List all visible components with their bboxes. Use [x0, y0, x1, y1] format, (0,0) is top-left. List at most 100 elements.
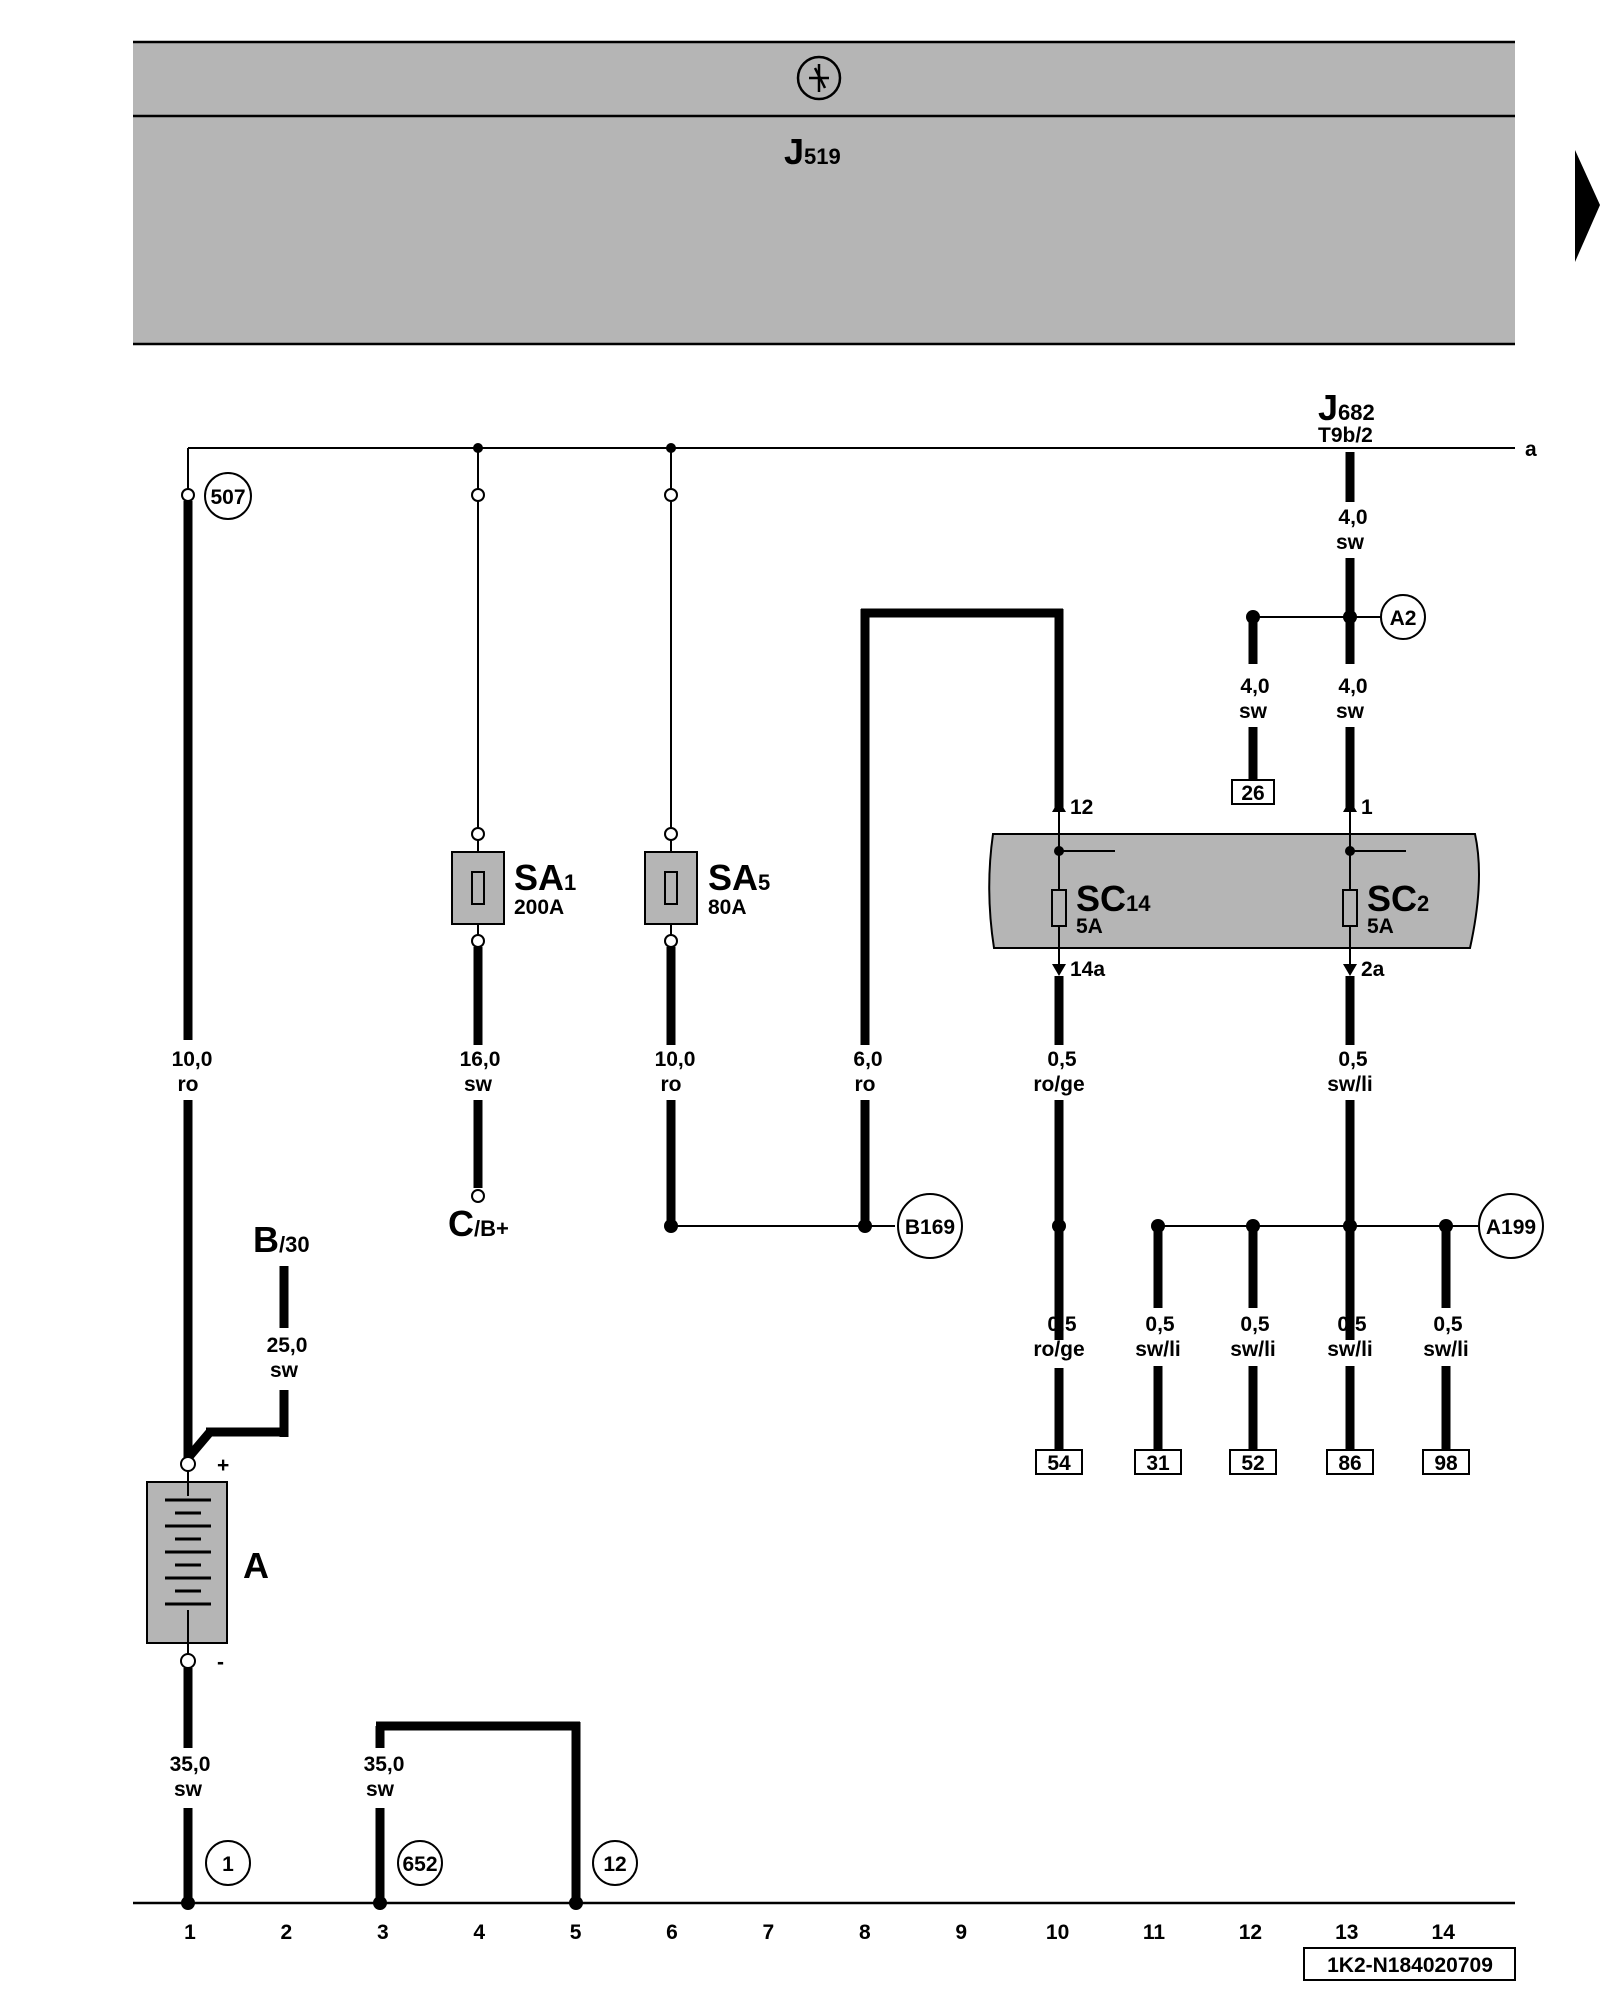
track-number: 6	[666, 1921, 678, 1944]
ground-symbol-icon	[796, 55, 842, 101]
svg-text:98: 98	[1434, 1452, 1458, 1475]
svg-text:ro: ro	[661, 1073, 682, 1096]
svg-text:B/30: B/30	[253, 1219, 310, 1260]
connector-652: 652	[397, 1840, 443, 1886]
track-number: 1	[184, 1921, 196, 1944]
svg-text:sw/li: sw/li	[1327, 1073, 1373, 1096]
battery-feed-wire: 10,0 ro	[172, 488, 288, 1461]
drop-52: 0,5 sw/li	[1230, 1226, 1276, 1450]
svg-text:0,5: 0,5	[1337, 1313, 1367, 1336]
svg-text:B169: B169	[905, 1216, 955, 1239]
svg-text:4,0: 4,0	[1240, 675, 1269, 698]
svg-text:12: 12	[1070, 796, 1093, 819]
svg-text:54: 54	[1047, 1452, 1071, 1475]
svg-text:A: A	[243, 1545, 269, 1586]
bus-label-a: a	[1525, 438, 1537, 461]
svg-text:sw/li: sw/li	[1230, 1338, 1276, 1361]
track-number: 9	[955, 1921, 967, 1944]
connector-507: 507	[204, 472, 252, 520]
svg-text:652: 652	[402, 1853, 437, 1876]
svg-text:2a: 2a	[1361, 958, 1385, 981]
target-54: 54	[1035, 1449, 1083, 1475]
svg-text:sw: sw	[464, 1073, 493, 1096]
svg-text:ro/ge: ro/ge	[1033, 1338, 1084, 1361]
arrow-right-icon[interactable]	[1575, 150, 1600, 262]
svg-text:SA5: SA5	[708, 857, 770, 898]
svg-text:A2: A2	[1390, 607, 1417, 630]
wire-to-26: 4,0 sw 26	[1231, 617, 1275, 805]
svg-text:sw/li: sw/li	[1135, 1338, 1181, 1361]
track-number: 5	[570, 1921, 582, 1944]
svg-text:4,0: 4,0	[1338, 506, 1367, 529]
track-number: 7	[763, 1921, 775, 1944]
svg-text:1: 1	[222, 1853, 234, 1876]
svg-text:35,0: 35,0	[170, 1753, 211, 1776]
wire-color: ro	[178, 1073, 199, 1096]
track-number: 11	[1143, 1921, 1166, 1944]
track-number: 14	[1432, 1921, 1456, 1944]
svg-text:SC14: SC14	[1076, 878, 1151, 919]
junction-b169: B169	[664, 1193, 963, 1259]
svg-text:sw: sw	[270, 1359, 299, 1382]
track-number: 10	[1046, 1921, 1069, 1944]
svg-text:507: 507	[210, 486, 245, 509]
control-unit-name: J519	[784, 131, 841, 172]
target-52: 52	[1229, 1449, 1277, 1475]
svg-text:-: -	[217, 1651, 224, 1674]
control-unit-panel: J519	[133, 40, 1515, 346]
terminal-b30: B/30 25,0 sw	[253, 1219, 310, 1437]
fuse-sc14: 12 SC14 5A 14a 0,5 ro/ge 0,5 ro/ge	[1033, 796, 1151, 1450]
connector-1: 1	[205, 1840, 251, 1886]
track-number: 12	[1239, 1921, 1262, 1944]
svg-text:+: +	[217, 1454, 229, 1477]
svg-text:1: 1	[1361, 796, 1373, 819]
svg-text:14a: 14a	[1070, 958, 1105, 981]
top-bus: a	[187, 438, 1537, 495]
svg-text:sw/li: sw/li	[1327, 1338, 1373, 1361]
fuse-sa5: SA5 80A 10,0 ro	[644, 448, 770, 1226]
svg-text:0,5: 0,5	[1433, 1313, 1463, 1336]
svg-text:sw: sw	[1239, 700, 1268, 723]
svg-text:200A: 200A	[514, 896, 564, 919]
svg-text:ro/ge: ro/ge	[1033, 1073, 1084, 1096]
track-number: 2	[281, 1921, 293, 1944]
target-98: 98	[1422, 1449, 1470, 1475]
battery-a: + A -	[146, 1454, 269, 1674]
svg-text:31: 31	[1146, 1452, 1170, 1475]
target-31: 31	[1134, 1449, 1182, 1475]
svg-text:86: 86	[1338, 1452, 1361, 1475]
drop-98: 0,5 sw/li	[1423, 1226, 1469, 1450]
svg-text:1K2-N184020709: 1K2-N184020709	[1327, 1954, 1493, 1977]
svg-text:sw: sw	[366, 1778, 395, 1801]
svg-text:52: 52	[1241, 1452, 1264, 1475]
doc-id-box: 1K2-N184020709	[1303, 1947, 1516, 1981]
svg-text:26: 26	[1241, 782, 1264, 805]
svg-text:6,0: 6,0	[853, 1048, 882, 1071]
svg-text:C/B+: C/B+	[448, 1203, 509, 1244]
svg-text:0,5: 0,5	[1145, 1313, 1175, 1336]
wire-6-ro: 6,0 ro	[853, 608, 1064, 1226]
svg-text:SC2: SC2	[1367, 878, 1429, 919]
svg-text:J682: J682	[1318, 387, 1375, 428]
track-number: 13	[1335, 1921, 1358, 1944]
svg-text:10,0: 10,0	[655, 1048, 696, 1071]
svg-text:5A: 5A	[1367, 915, 1394, 938]
svg-text:35,0: 35,0	[364, 1753, 405, 1776]
connector-a2: A2	[1380, 594, 1426, 640]
svg-text:sw/li: sw/li	[1423, 1338, 1469, 1361]
svg-text:4,0: 4,0	[1338, 675, 1367, 698]
svg-text:sw: sw	[1336, 531, 1365, 554]
svg-text:sw: sw	[1336, 700, 1365, 723]
svg-text:5A: 5A	[1076, 915, 1103, 938]
drop-86: 0,5 sw/li	[1327, 1308, 1373, 1450]
svg-text:sw: sw	[174, 1778, 203, 1801]
junction-a199: A199	[1151, 1193, 1544, 1259]
connector-12: 12	[592, 1840, 638, 1886]
track-number: 4	[473, 1921, 485, 1944]
svg-text:0,5: 0,5	[1047, 1048, 1077, 1071]
target-86: 86	[1326, 1449, 1374, 1475]
svg-text:0,5: 0,5	[1240, 1313, 1270, 1336]
drop-31: 0,5 sw/li	[1135, 1226, 1181, 1450]
